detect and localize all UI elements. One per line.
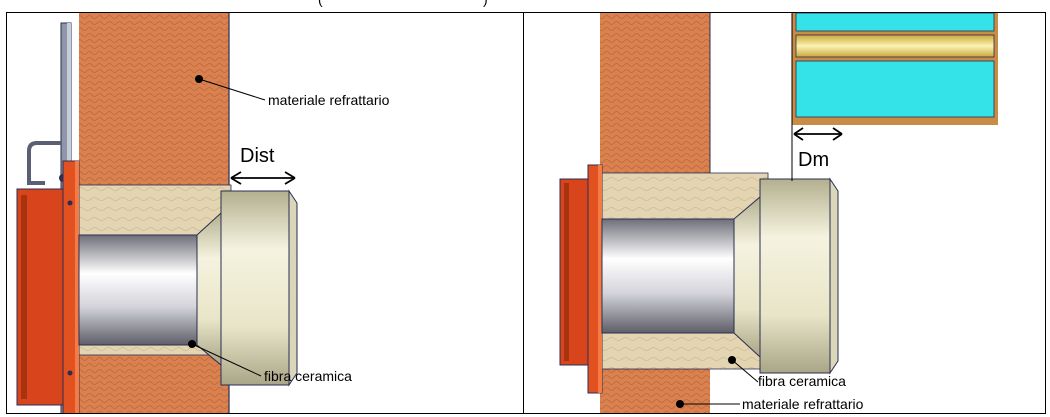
exchanger-cyan-bar-bottom <box>795 60 995 118</box>
fiber-leader <box>191 343 262 377</box>
burner-flange-highlight <box>75 161 79 413</box>
fiber-label: fibra ceramica <box>758 373 846 389</box>
blast-tube <box>601 218 735 334</box>
distance-arrow-left <box>230 171 242 185</box>
support-bracket <box>27 141 61 185</box>
burner-flange-highlight <box>598 165 602 393</box>
distance-label: Dist <box>240 145 275 167</box>
right-diagram-panel: Dm fibra ceramica materiale refrattario <box>523 12 1046 414</box>
refractory-leader <box>198 78 266 101</box>
exchanger-cyan-bar-top <box>795 13 995 32</box>
header-text: ( ) <box>0 0 1050 7</box>
right-burner-installation-diagram: Dm fibra ceramica materiale refrattario <box>559 13 998 413</box>
left-burner-installation-diagram: Dist materiale refrattario fibra ceramic… <box>16 13 390 413</box>
combustion-head <box>220 190 290 386</box>
flange-bolt-2 <box>67 370 73 376</box>
header-fragment-right: ) <box>483 0 488 7</box>
dm-arrow-right <box>832 127 843 141</box>
fiber-label: fibra ceramica <box>264 368 352 384</box>
dm-label: Dm <box>798 149 829 171</box>
burner-housing-shadow <box>21 195 27 399</box>
combustion-head <box>759 178 831 374</box>
flange-bolt-1 <box>67 200 73 206</box>
blast-tube-cone <box>733 195 761 359</box>
blast-tube <box>78 234 198 346</box>
blast-tube-cone <box>196 211 222 367</box>
burner-housing-shadow <box>564 183 569 361</box>
combustion-head-tip <box>829 177 839 375</box>
distance-arrow-right <box>284 171 296 185</box>
header-fragment-left: ( <box>318 0 323 7</box>
left-diagram-panel: Dist materiale refrattario fibra ceramic… <box>6 12 524 414</box>
fiber-leader <box>731 359 759 383</box>
refractory-label: materiale refrattario <box>268 92 390 108</box>
exchanger-yellow-tube <box>795 34 995 58</box>
refractory-label: materiale refrattario <box>742 396 864 412</box>
dm-arrow-left <box>793 127 804 141</box>
combustion-head-tip <box>288 189 298 387</box>
